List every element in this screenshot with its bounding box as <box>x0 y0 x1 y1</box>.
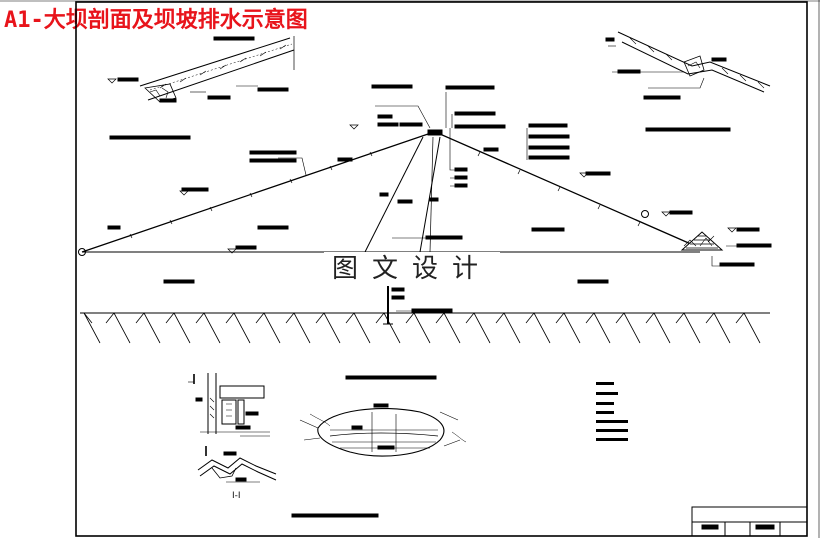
section-label: I-I <box>232 491 241 501</box>
page-title: A1-大坝剖面及坝坡排水示意图 <box>4 8 308 33</box>
detail-downstream-protection <box>605 31 771 132</box>
detail-section-ii <box>197 451 277 483</box>
section-cut-marks <box>193 374 207 456</box>
foundation-ground <box>80 312 770 344</box>
detail-drain-junction <box>188 373 270 437</box>
dam-cross-section <box>78 84 772 325</box>
title-block <box>691 506 808 537</box>
watermark: 图文设计 <box>324 252 500 286</box>
plan-drainage-layout <box>291 375 467 518</box>
notes-block <box>596 382 628 441</box>
detail-upstream-protection <box>107 36 295 140</box>
